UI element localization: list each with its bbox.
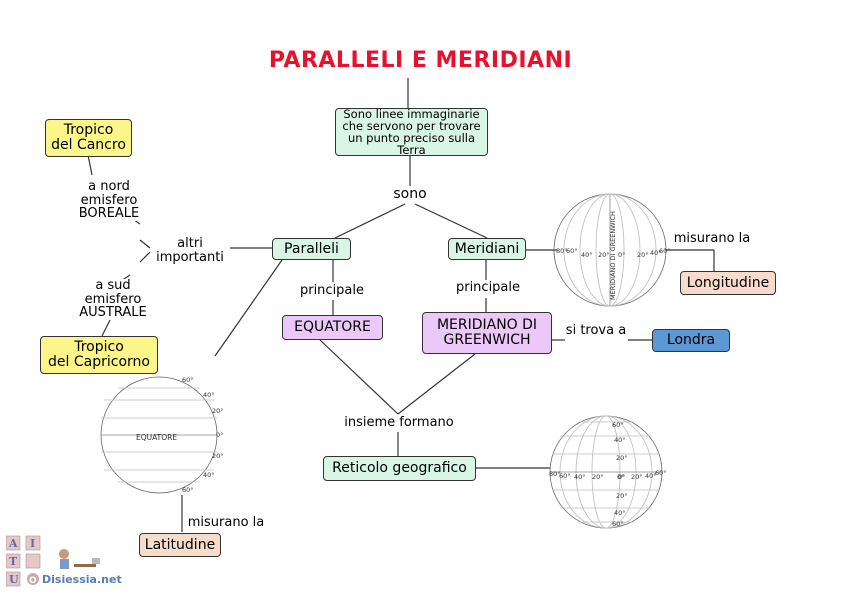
link-a-sud: a sud emisfero AUSTRALE [64,279,162,320]
grid-globe-lon-label: 20° [592,473,604,481]
link-misurano-longitudine: misurano la [668,232,756,246]
aitu-dislessia-logo: A I T U O Disiessia.net [5,530,134,588]
greenwich-globe-degree-label: 80° [556,247,568,255]
logo-letter: U [9,573,19,586]
node-greenwich: MERIDIANO DI GREENWICH [422,312,552,354]
page-title: PARALLELI E MERIDIANI [268,48,573,73]
grid-globe-lat-label: 20° [616,454,628,462]
node-reticolo: Reticolo geografico [323,456,476,481]
grid-globe-lat-label: 40° [614,436,626,444]
equator-globe-degree-label: 60° [182,376,194,384]
link-misurano-latitudine: misurano la [186,515,266,530]
node-definition: Sono linee immaginarie che servono per t… [335,108,488,156]
link-altri-importanti: altri importanti [150,237,230,265]
equator-globe-degree-label: 40° [203,471,215,479]
link-sono: sono [388,187,432,202]
grid-globe-lon-label: 60° [559,472,571,480]
grid-globe-lon-label: 20° [631,473,643,481]
grid-globe-lat-label: 0° [617,473,624,481]
greenwich-globe-degree-label: 40° [581,251,593,259]
node-paralleli: Paralleli [272,238,351,260]
logo-letter: A [8,537,18,550]
equator-globe-degree-label: 40° [203,391,215,399]
grid-globe-lat-label: 40° [614,509,626,517]
grid-globe-lon-label: 0° [618,473,625,481]
node-tropico-capricorno: Tropico del Capricorno [40,336,158,374]
node-meridiani: Meridiani [448,238,526,260]
node-longitudine: Longitudine [680,271,776,295]
greenwich-globe-degree-label: 20° [637,251,649,259]
grid-globe-lat-label: 20° [616,492,628,500]
greenwich-globe-label: MERIDIANO DI GREENWICH [609,211,617,300]
link-insieme-formano: insieme formano [340,416,458,430]
node-londra: Londra [652,329,730,352]
greenwich-globe-degree-label: 20° [598,251,610,259]
grid-globe-lon-label: 60° [655,469,667,477]
equator-globe-label: EQUATORE [136,433,177,442]
link-a-nord: a nord emisfero BOREALE [65,180,153,221]
node-tropico-cancro: Tropico del Cancro [45,119,132,157]
equator-globe-degree-label: 0° [216,431,223,439]
equator-globe-degree-label: 20° [212,452,224,460]
logo-text: Disiessia.net [42,573,122,586]
link-si-trova-a: si trova a [558,324,634,338]
link-principale-paralleli: principale [292,284,372,298]
grid-globe-lat-label: 60° [612,421,624,429]
grid-globe-lon-label: 80° [549,470,561,478]
greenwich-globe-degree-label: 60° [566,247,578,255]
node-latitudine: Latitudine [139,533,221,557]
logo-letter: I [30,537,35,550]
logo-graphic: A I T U O Disiessia.net [5,535,122,587]
logo-letter: T [9,555,18,568]
equator-globe-degree-label: 60° [182,486,194,494]
greenwich-globe-degree-label: 0° [618,251,625,259]
logo-letter: O [29,576,37,586]
grid-globe-lat-label: 60° [612,520,624,528]
equator-globe-degree-label: 20° [212,407,224,415]
link-principale-meridiani: principale [448,281,528,295]
node-equatore: EQUATORE [282,315,383,340]
grid-globe-lon-label: 40° [645,472,657,480]
greenwich-globe-degree-label: 40° [650,249,662,257]
grid-globe-lon-label: 40° [574,473,586,481]
greenwich-globe-degree-label: 60° [659,247,671,255]
